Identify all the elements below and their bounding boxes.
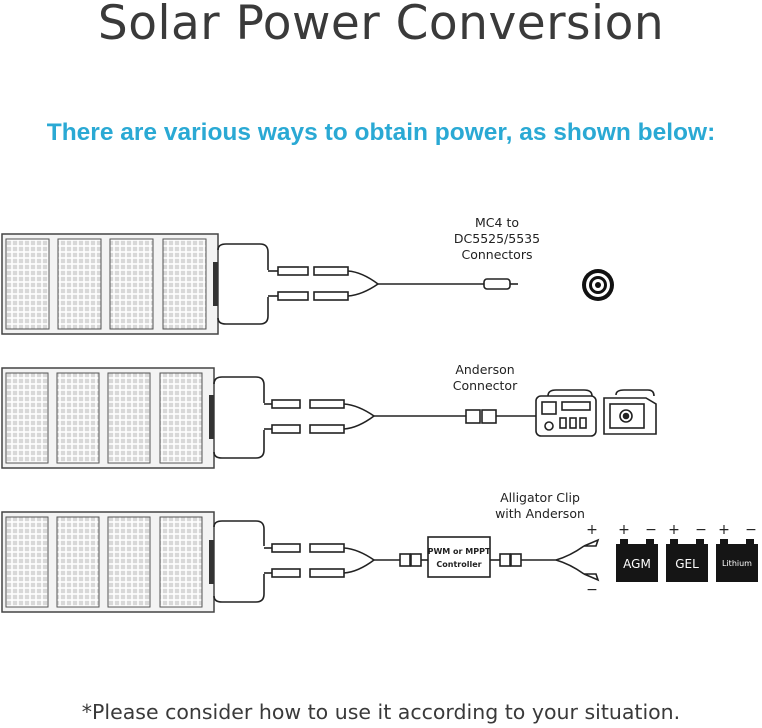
svg-text:AGM: AGM	[623, 557, 651, 571]
svg-text:Connectors: Connectors	[462, 247, 533, 262]
svg-text:−: −	[695, 522, 707, 538]
cable-assembly-1	[217, 243, 518, 325]
battery-lithium: + − Lithium	[716, 522, 758, 582]
power-station-side-icon	[603, 389, 657, 435]
solar-panel-2	[1, 367, 215, 469]
svg-text:+: +	[618, 522, 630, 538]
svg-text:Connector: Connector	[453, 378, 518, 393]
svg-text:GEL: GEL	[675, 557, 699, 571]
battery-gel: + − GEL	[666, 522, 708, 582]
svg-text:−: −	[586, 582, 598, 598]
subtitle: There are various ways to obtain power, …	[46, 119, 716, 146]
svg-text:Lithium: Lithium	[722, 559, 752, 568]
cable-assembly-2	[213, 376, 536, 459]
svg-text:+: +	[668, 522, 680, 538]
connector-label-1: MC4 to DC5525/5535 Connectors	[454, 215, 540, 262]
page-title: Solar Power Conversion	[97, 0, 665, 51]
svg-text:Anderson: Anderson	[455, 362, 514, 377]
svg-text:−: −	[645, 522, 657, 538]
connector-label-2: Anderson Connector	[453, 362, 518, 393]
power-station-front-icon	[535, 389, 597, 437]
cable-assembly-3	[213, 520, 600, 603]
charge-controller: PWM or MPPT Controller	[427, 536, 491, 578]
svg-text:−: −	[745, 522, 757, 538]
clip-polarity-signs: + −	[586, 522, 598, 598]
svg-text:DC5525/5535: DC5525/5535	[454, 231, 540, 246]
svg-text:Controller: Controller	[436, 560, 481, 569]
svg-text:MC4 to: MC4 to	[475, 215, 519, 230]
solar-panel-1	[1, 233, 219, 335]
svg-text:+: +	[718, 522, 730, 538]
usage-note: *Please consider how to use it according…	[81, 700, 681, 724]
svg-text:Alligator Clip: Alligator Clip	[500, 490, 580, 505]
dc-barrel-port-icon	[582, 269, 614, 301]
battery-agm: + − AGM	[616, 522, 658, 582]
svg-text:with Anderson: with Anderson	[495, 506, 585, 521]
svg-text:PWM or MPPT: PWM or MPPT	[428, 547, 491, 556]
solar-panel-3	[1, 511, 215, 613]
svg-text:+: +	[586, 522, 598, 538]
connector-label-3: Alligator Clip with Anderson	[495, 490, 585, 521]
